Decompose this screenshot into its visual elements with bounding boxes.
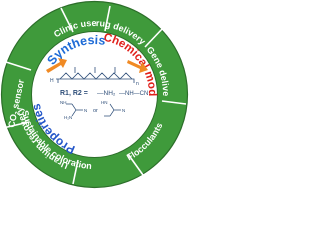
process-arrows xyxy=(46,58,148,73)
fragment-n2-label: N xyxy=(122,108,125,113)
fragment-h2n-label: H₂N xyxy=(64,115,72,120)
r-group-definitions: R1, R2 = —NH₂ —NH—CN xyxy=(60,90,148,97)
arrow-right-icon xyxy=(127,60,148,73)
r-group-amine: —NH₂ xyxy=(97,90,116,97)
repeat-index-label: n xyxy=(136,81,139,87)
fragment-nh-label: NH xyxy=(60,100,67,105)
r-group-cyanamide: —NH—CN xyxy=(119,91,148,97)
polymer-structure xyxy=(56,67,135,83)
fragment-n-label: N xyxy=(84,108,87,113)
polymer-applications-diagram: Uranium recovery Clinic use Drug deliver… xyxy=(0,0,189,189)
guanidine-fragments xyxy=(66,103,121,117)
sector-dividers xyxy=(2,5,187,185)
r-groups-label: R1, R2 = xyxy=(60,90,88,97)
polymer-labels: H n xyxy=(50,78,139,87)
chain-start-label: H xyxy=(50,78,54,84)
label-co2-sensor: CO2 sensor xyxy=(6,78,28,129)
arrow-left-icon xyxy=(46,58,67,73)
or-label: or xyxy=(93,108,98,114)
outer-ring-border xyxy=(0,0,189,189)
fragment-hn-label: HN xyxy=(101,100,108,105)
fragment-labels: NH H₂N N or HN N xyxy=(60,100,125,120)
